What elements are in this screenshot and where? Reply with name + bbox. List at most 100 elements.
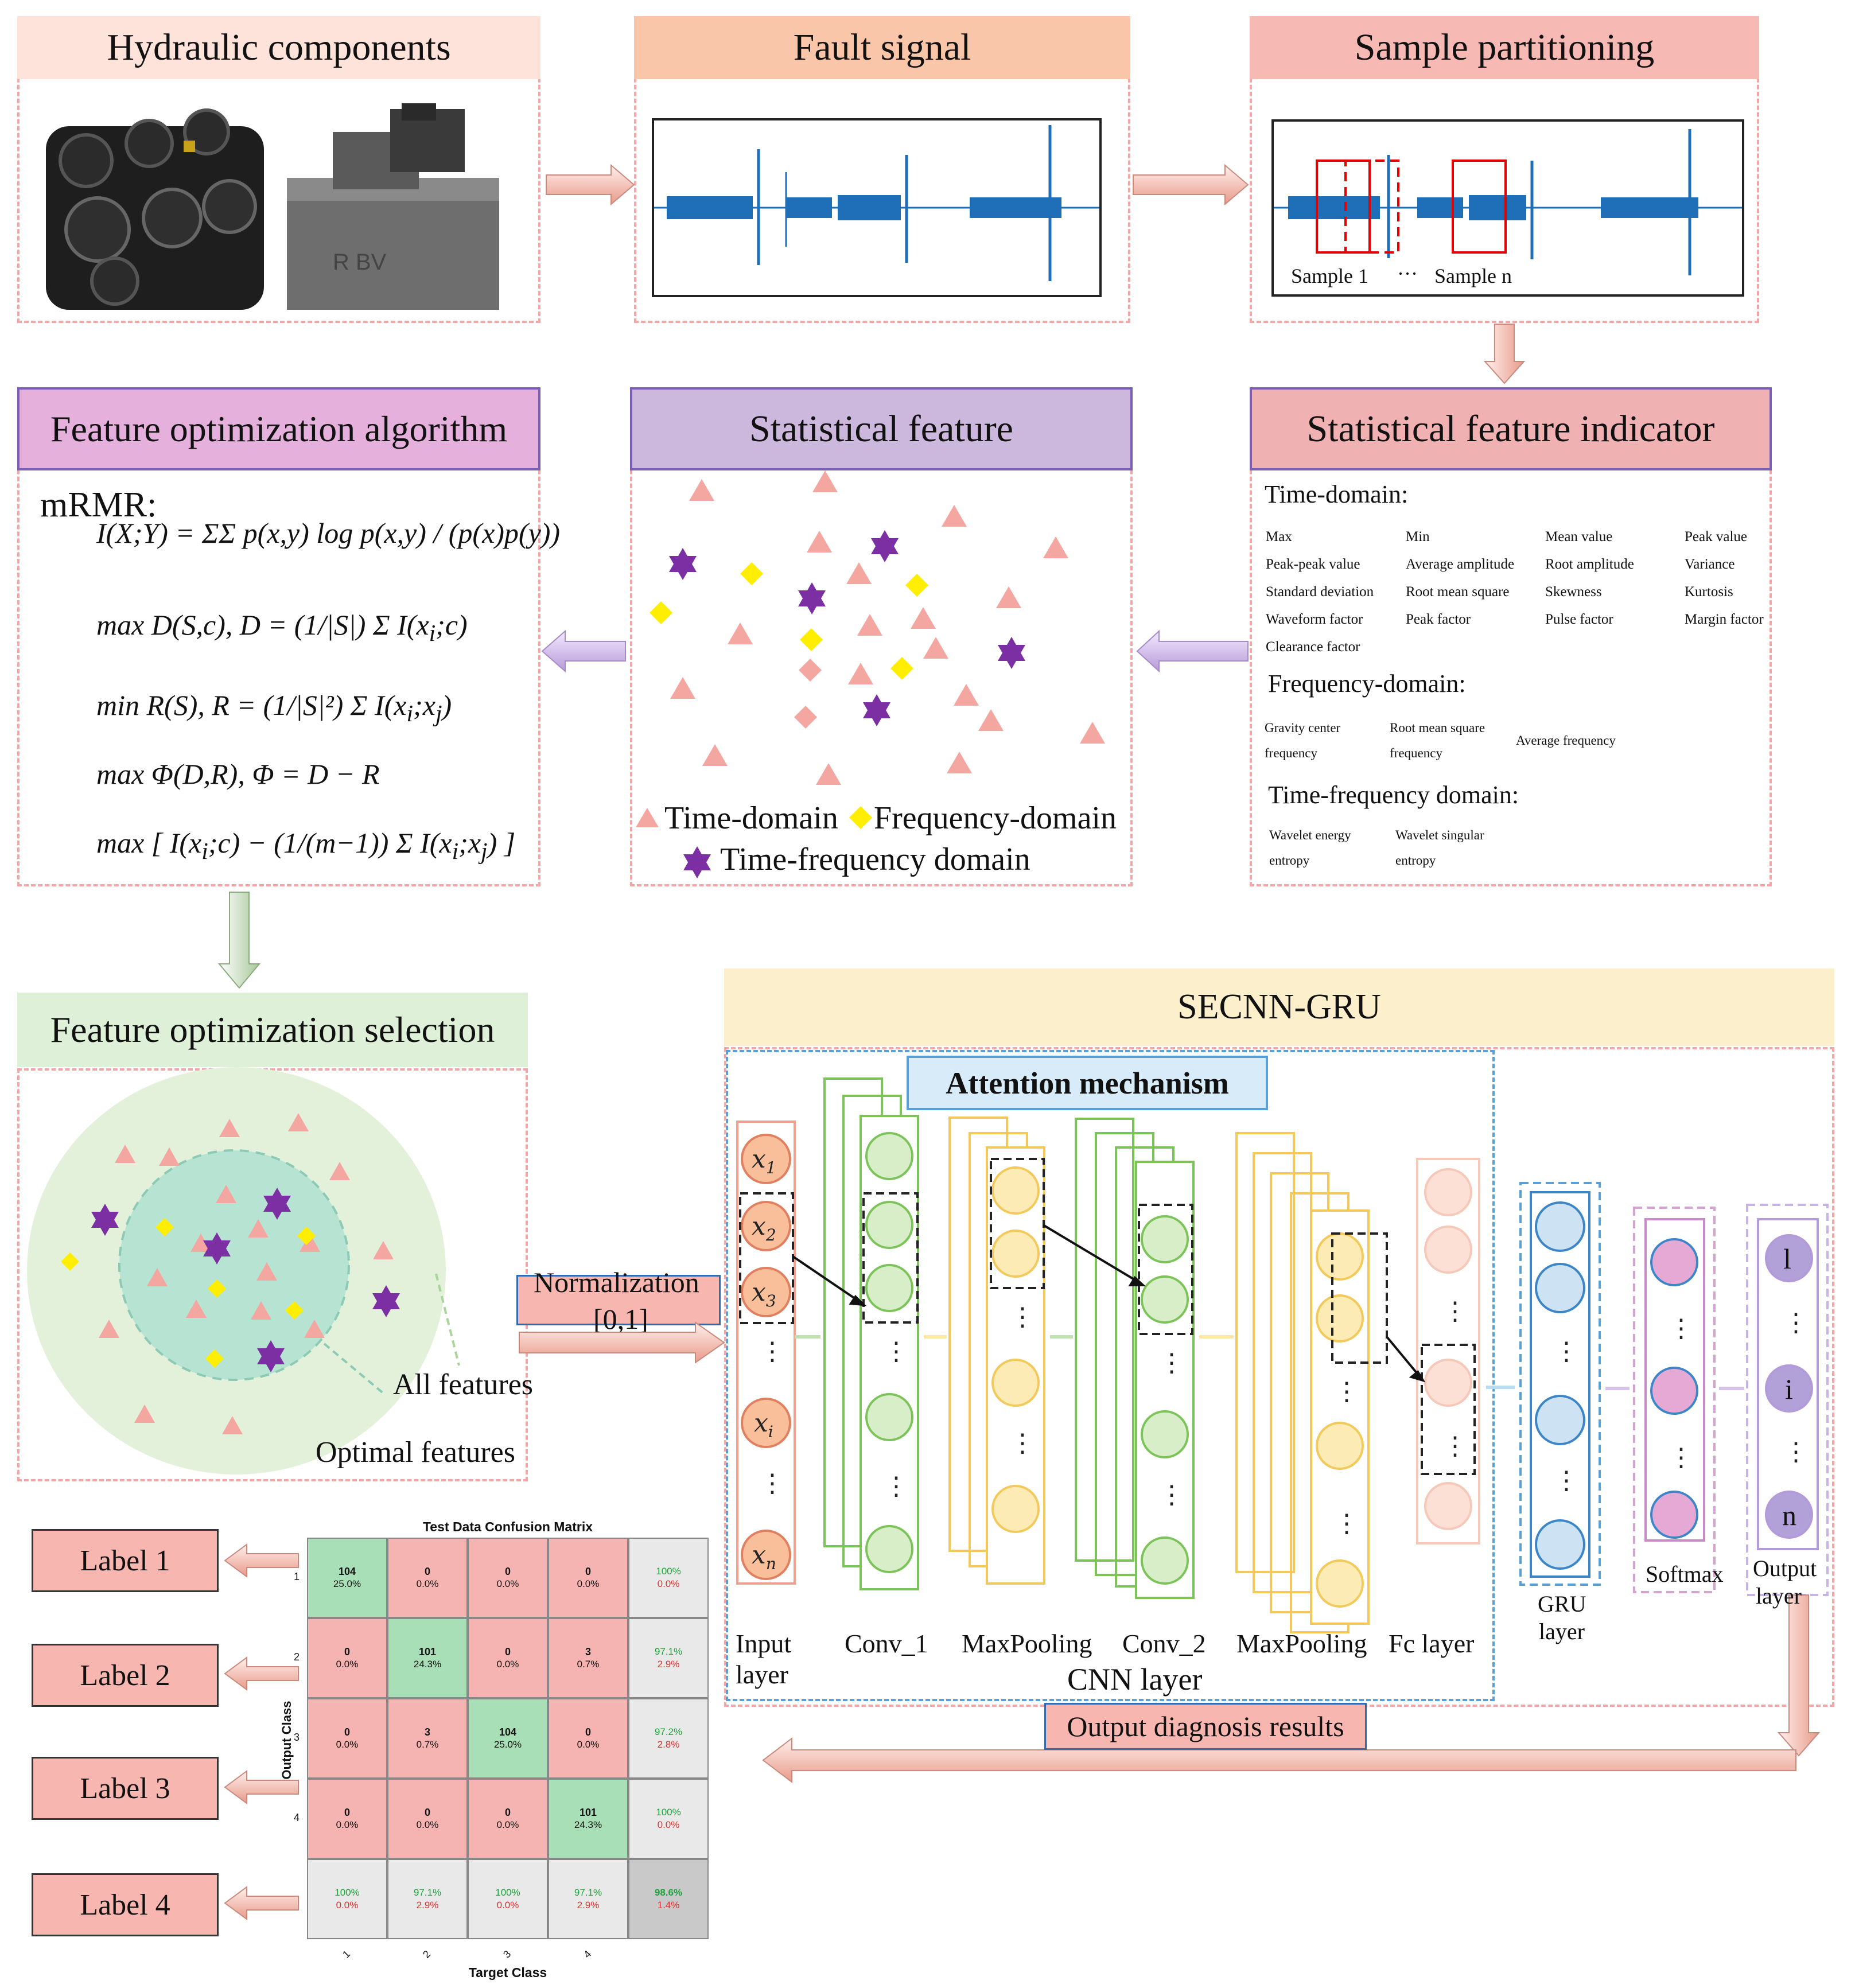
cm-cell-percent: 0.0% — [336, 1819, 359, 1830]
cm-cell-value: 101 — [579, 1807, 597, 1818]
eq-min-redundancy: min R(S), R = (1/|S|²) Σ I(xi;xj) — [96, 689, 452, 727]
gru-label: GRU — [1538, 1591, 1586, 1617]
output-label: Output — [1753, 1555, 1817, 1581]
cnn-dashed-box — [726, 1050, 1495, 1701]
cm-row-tick: 4 — [294, 1812, 300, 1823]
legend-tf: Time-frequency domain — [720, 842, 1030, 877]
cm-cell-value: 97.1% — [654, 1646, 683, 1657]
selection-title: Feature optimization selection — [50, 1009, 495, 1050]
cm-cell-value: 98.6% — [654, 1887, 683, 1898]
ff-2: Root mean square — [1390, 721, 1485, 735]
cm-cell-value: 0 — [585, 1566, 591, 1577]
tf-4: Peak-peak value — [1266, 557, 1360, 572]
input-layer-label: Input — [736, 1629, 792, 1658]
eq-max-relevance: max D(S,c), D = (1/|S|) Σ I(xi;c) — [96, 609, 468, 647]
cm-cell-percent: 0.0% — [416, 1578, 439, 1589]
conv1-label: Conv_1 — [845, 1629, 928, 1658]
cm-cell: 100%0.0% — [468, 1859, 548, 1939]
softmax-label: Softmax — [1646, 1561, 1724, 1587]
attention-box: Attention mechanism — [907, 1056, 1268, 1110]
mrmr-label: mRMR: — [40, 485, 157, 524]
label-4-text: Label 4 — [80, 1888, 170, 1921]
tf-5: Average amplitude — [1406, 557, 1515, 572]
tf-11: Kurtosis — [1685, 584, 1733, 600]
cm-cell-percent: 0.0% — [496, 1819, 519, 1830]
cm-cell-value: 104 — [499, 1726, 517, 1738]
tf-0: Max — [1266, 529, 1292, 544]
selection-header: Feature optimization selection — [17, 993, 528, 1067]
tf-1: Min — [1406, 529, 1430, 544]
svg-text:⋮: ⋮ — [884, 1337, 909, 1365]
fault-title: Fault signal — [793, 26, 971, 68]
cm-cell-percent: 0.0% — [416, 1819, 439, 1830]
out-i-label: i — [1785, 1373, 1793, 1405]
stat-feature-title: Statistical feature — [749, 407, 1013, 450]
cm-cell-value: 0 — [344, 1646, 350, 1658]
cm-cell-value: 100% — [656, 1566, 681, 1577]
ff-4: Average frequency — [1516, 733, 1616, 748]
cm-cell: 100%0.0% — [628, 1779, 709, 1859]
cm-cell-value: 100% — [495, 1887, 520, 1898]
cm-cell-value: 0 — [585, 1726, 591, 1738]
feature-opt-title: Feature optimization algorithm — [50, 408, 508, 449]
cm-cell-percent: 0.0% — [336, 1900, 359, 1911]
cm-cell: 100%0.0% — [307, 1859, 387, 1939]
label-3-text: Label 3 — [80, 1772, 170, 1805]
svg-text:⋮: ⋮ — [884, 1472, 909, 1500]
tf-10: Skewness — [1545, 584, 1602, 600]
maxpool1-label: MaxPooling — [962, 1629, 1092, 1658]
conv2-label: Conv_2 — [1122, 1629, 1206, 1658]
fault-header: Fault signal — [634, 16, 1130, 79]
cm-cell-value: 0 — [424, 1807, 430, 1818]
legend-time: Time-domain — [664, 800, 838, 836]
sample-title: Sample partitioning — [1354, 26, 1655, 68]
cm-cell-percent: 25.0% — [493, 1739, 522, 1750]
stat-feature-header: Statistical feature — [630, 387, 1133, 470]
cm-cell-percent: 2.8% — [657, 1739, 680, 1750]
svg-text:⋮: ⋮ — [1159, 1349, 1184, 1377]
input-layer-label2: layer — [736, 1660, 788, 1689]
cm-xlabel: Target Class — [468, 1965, 547, 1980]
feature-opt-header: Feature optimization algorithm — [17, 387, 540, 470]
cm-cell-value: 0 — [344, 1807, 350, 1818]
svg-text:⋮: ⋮ — [760, 1469, 785, 1497]
cm-cell-percent: 2.9% — [416, 1900, 439, 1911]
svg-text:⋮: ⋮ — [1010, 1429, 1035, 1457]
cm-row-tick: 3 — [294, 1732, 300, 1743]
results-box: Output diagnosis results — [1044, 1703, 1367, 1750]
samplen-label: Sample n — [1434, 264, 1512, 287]
cm-cell-value: 104 — [338, 1566, 356, 1577]
cm-cell-percent: 0.0% — [657, 1578, 680, 1589]
tf-9: Root mean square — [1406, 584, 1510, 600]
tff-1: entropy — [1269, 853, 1310, 867]
cm-cell-value: 0 — [424, 1566, 430, 1577]
cm-cell-percent: 0.0% — [496, 1578, 519, 1589]
secnn-title: SECNN-GRU — [1177, 987, 1381, 1026]
eq-incremental: max [ I(xi;c) − (1/(m−1)) Σ I(xi;xj) ] — [96, 827, 516, 865]
cm-cell: 97.2%2.8% — [628, 1698, 709, 1779]
out-1-label: l — [1783, 1243, 1791, 1275]
svg-text:⋮: ⋮ — [1554, 1337, 1579, 1365]
fc-label: Fc layer — [1389, 1629, 1475, 1658]
normalization-range: [0,1] — [593, 1303, 648, 1335]
tf-6: Root amplitude — [1545, 557, 1634, 572]
cm-cell-value: 97.1% — [574, 1887, 602, 1898]
sample-dots: ··· — [1397, 262, 1418, 285]
cm-cell-percent: 2.9% — [657, 1659, 680, 1670]
maxpool2-label: MaxPooling — [1236, 1629, 1367, 1658]
tf-domain-title: Time-frequency domain: — [1268, 781, 1519, 809]
cm-cell-percent: 0.7% — [416, 1739, 439, 1750]
cm-cell-value: 0 — [504, 1646, 511, 1658]
cm-cell-percent: 0.0% — [577, 1739, 600, 1750]
ff-3: frequency — [1390, 746, 1442, 760]
